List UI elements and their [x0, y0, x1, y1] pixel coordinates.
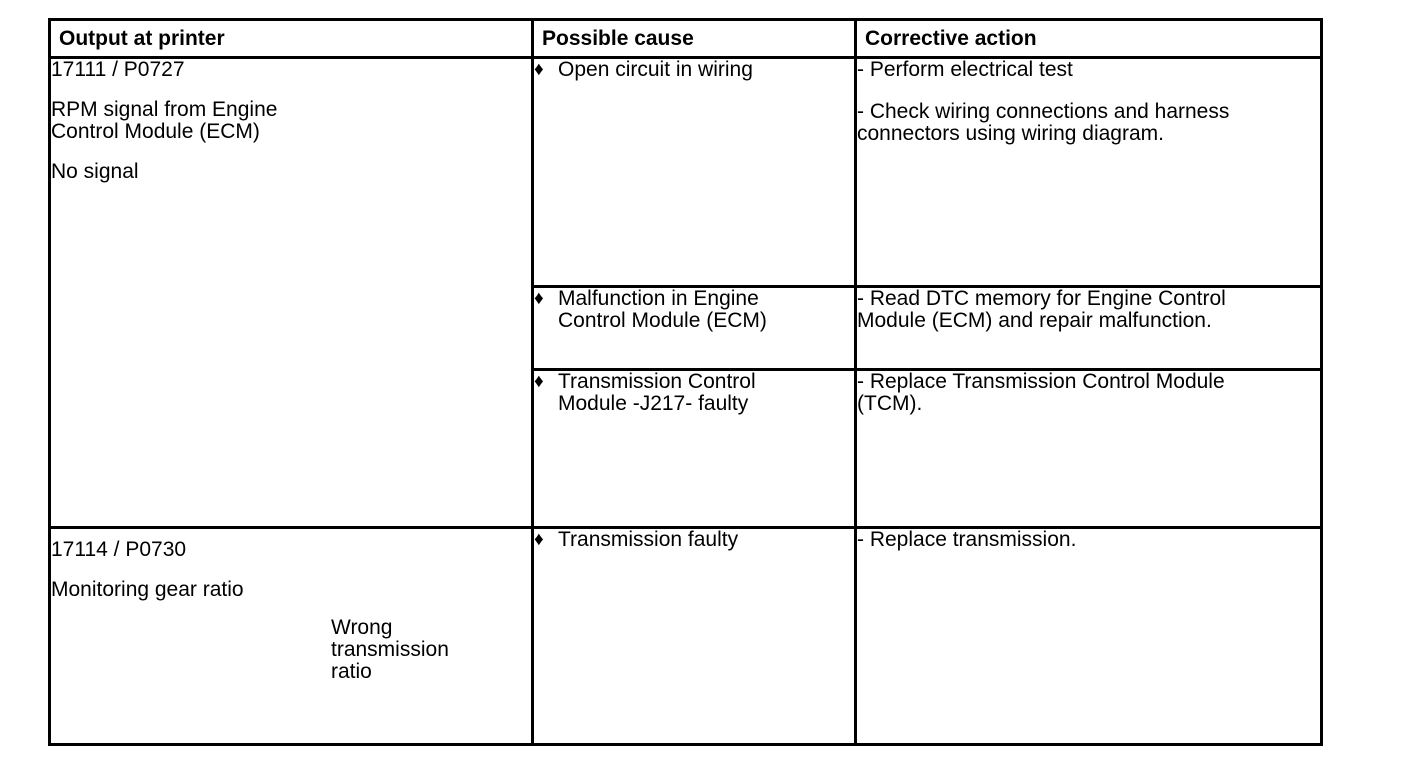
cause-text: Malfunction in Engine Control Module (EC…	[558, 287, 767, 332]
cause-cell: ♦ Transmission faulty	[531, 526, 857, 746]
dtc-description: RPM signal from Engine Control Module (E…	[51, 98, 278, 143]
dtc-description: Monitoring gear ratio	[51, 578, 244, 601]
diamond-bullet-icon: ♦	[534, 371, 544, 393]
action-text: - Read DTC memory for Engine Control Mod…	[857, 287, 1226, 332]
dtc-code: 17111 / P0727	[51, 58, 185, 81]
column-header-output-at-printer: Output at printer	[48, 18, 534, 59]
cause-text: Transmission faulty	[558, 528, 739, 551]
table-header-row: Output at printer Possible cause Correct…	[48, 18, 1323, 59]
cause-text: Transmission Control Module -J217- fault…	[558, 370, 756, 415]
cause-cell: ♦ Open circuit in wiring	[531, 56, 857, 288]
action-text: - Check wiring connections and harness c…	[857, 100, 1230, 145]
cause-item: ♦ Malfunction in Engine Control Module (…	[534, 287, 853, 333]
diamond-bullet-icon: ♦	[534, 59, 544, 81]
dtc-condition: No signal	[51, 160, 139, 183]
output-cell-17111: 17111 / P0727 RPM signal from Engine Con…	[48, 56, 534, 529]
action-cell: - Perform electrical test - Check wiring…	[854, 56, 1323, 288]
action-cell: - Replace Transmission Control Module (T…	[854, 368, 1323, 529]
cause-item: ♦ Transmission Control Module -J217- fau…	[534, 370, 853, 416]
action-cell: - Replace transmission.	[854, 526, 1323, 746]
action-text: - Perform electrical test	[857, 58, 1073, 81]
cause-cell: ♦ Transmission Control Module -J217- fau…	[531, 368, 857, 529]
column-header-possible-cause: Possible cause	[531, 18, 857, 59]
output-cell-17114: 17114 / P0730 Monitoring gear ratio Wron…	[48, 526, 534, 746]
table-row: 17111 / P0727 RPM signal from Engine Con…	[48, 56, 1323, 529]
dtc-table: Output at printer Possible cause Correct…	[48, 18, 1323, 746]
table-row: ♦ Malfunction in Engine Control Module (…	[50, 285, 1323, 371]
dtc-code: 17114 / P0730	[51, 538, 187, 561]
diamond-bullet-icon: ♦	[534, 529, 544, 551]
cause-cell: ♦ Malfunction in Engine Control Module (…	[531, 285, 857, 371]
cause-text: Open circuit in wiring	[558, 58, 753, 81]
cause-item: ♦ Transmission faulty	[534, 528, 853, 552]
action-text: - Replace Transmission Control Module (T…	[857, 370, 1225, 415]
action-cell: - Read DTC memory for Engine Control Mod…	[854, 285, 1323, 371]
cause-item: ♦ Open circuit in wiring	[534, 58, 853, 82]
table-row: 17114 / P0730 Monitoring gear ratio Wron…	[48, 526, 1323, 746]
column-header-corrective-action: Corrective action	[854, 18, 1323, 59]
dtc-condition: Wrong transmission ratio	[331, 616, 449, 683]
action-text: - Replace transmission.	[857, 528, 1077, 551]
table-row: ♦ Transmission Control Module -J217- fau…	[50, 368, 1323, 529]
diamond-bullet-icon: ♦	[534, 288, 544, 310]
